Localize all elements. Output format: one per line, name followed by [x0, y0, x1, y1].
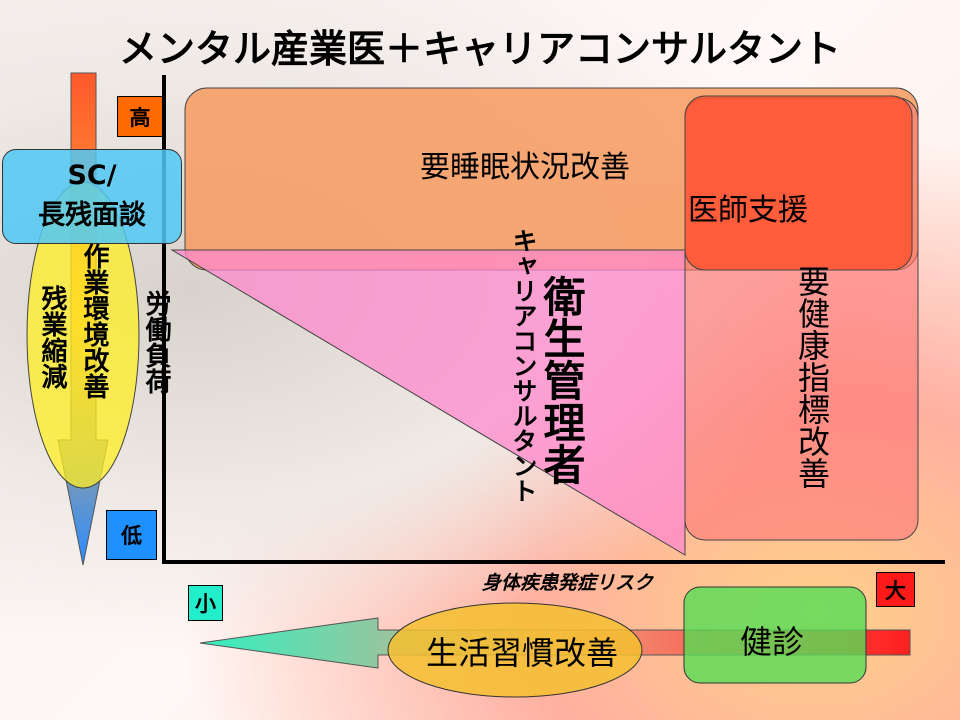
doctor-region [684, 95, 913, 271]
career-triangle [170, 249, 686, 556]
risk-axis-label: 身体疾患発症リスク [482, 572, 654, 594]
sc-label: SC/ [67, 160, 117, 191]
career-consultant-label: キャリアコンサルタント [509, 228, 538, 503]
hygiene-manager-label: 衛生管理者 [537, 275, 586, 485]
small-label: 小 [188, 585, 223, 621]
overtime-reduction-label: 残業縮減 [37, 285, 67, 389]
low-label: 低 [106, 510, 157, 560]
large-label: 大 [876, 572, 915, 607]
long-overtime-interview-label: 長残面談 [38, 200, 146, 231]
workload-axis-label: 労働負荷 [141, 290, 171, 394]
sc-interview-box: SC/ 長残面談 [2, 149, 182, 244]
health-index-label: 要健康指標改善 [793, 265, 831, 489]
high-label: 高 [117, 96, 163, 137]
doctor-support-label: 医師支援 [688, 193, 808, 228]
lifestyle-ellipse [387, 602, 643, 698]
checkup-box [683, 586, 867, 684]
work-environment-label: 作業環境改善 [79, 243, 109, 399]
lifestyle-label: 生活習慣改善 [426, 634, 619, 672]
checkup-label: 健診 [740, 623, 805, 661]
slide-title: メンタル産業医＋キャリアコンサルタント [118, 27, 841, 71]
sleep-label: 要睡眠状況改善 [420, 150, 630, 185]
